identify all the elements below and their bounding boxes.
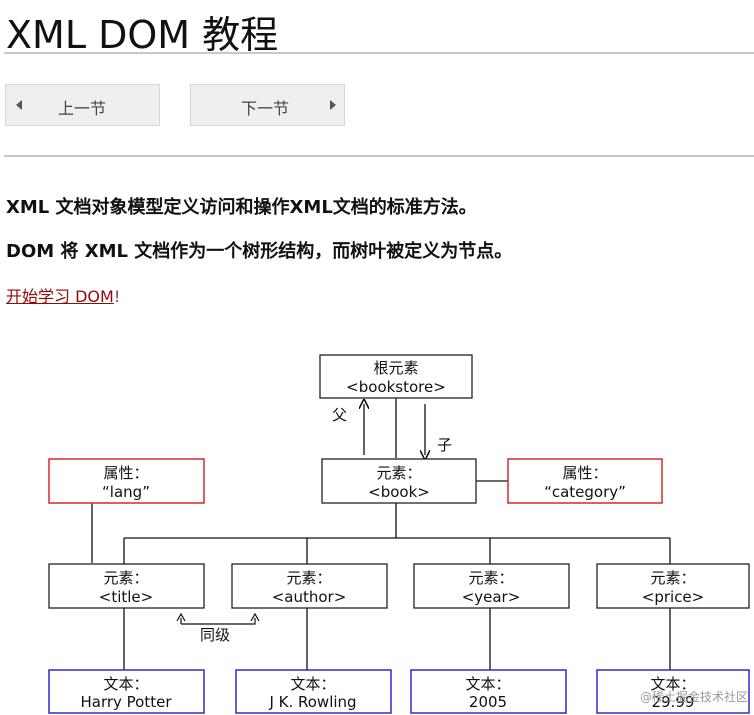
year-element-node: 元素： <year>: [413, 563, 570, 609]
book-element-node: 元素： <book>: [321, 458, 477, 504]
nav-divider: [4, 155, 754, 157]
price-element-node: 元素： <price>: [596, 563, 750, 609]
year-element-label: 元素：: [468, 569, 513, 587]
title-divider: [4, 52, 754, 54]
lang-attribute-label: 属性：: [103, 464, 148, 482]
intro-line-1: XML 文档对象模型定义访问和操作XML文档的标准方法。: [6, 197, 477, 218]
year-text-node: 文本： 2005: [410, 669, 567, 714]
chevron-left-icon: [16, 100, 22, 110]
author-text-value: J K. Rowling: [268, 693, 356, 711]
lang-attribute-value: “lang”: [102, 483, 150, 501]
year-element-tag: <year>: [462, 588, 521, 606]
author-element-node: 元素： <author>: [231, 563, 388, 609]
price-text-value: 29.99: [652, 693, 695, 711]
chevron-right-icon: [330, 100, 336, 110]
price-element-tag: <price>: [642, 588, 704, 606]
author-text-label: 文本：: [290, 675, 335, 693]
category-attribute-label: 属性：: [562, 464, 607, 482]
title-text-node: 文本： Harry Potter: [48, 669, 205, 714]
start-learning-suffix: !: [113, 287, 121, 306]
lang-attribute-node: 属性： “lang”: [48, 458, 205, 504]
root-node-tag: <bookstore>: [346, 378, 446, 396]
tree-connectors: [91, 398, 671, 670]
child-label: 子: [437, 436, 452, 454]
sibling-bracket: [180, 618, 256, 625]
page-title: XML DOM 教程: [6, 13, 279, 57]
category-attribute-value: “category”: [544, 483, 626, 501]
book-node-label: 元素：: [376, 464, 421, 482]
title-element-node: 元素： <title>: [48, 563, 205, 609]
root-node-label: 根元素: [373, 359, 418, 377]
next-button-label: 下一节: [241, 99, 290, 118]
title-text-value: Harry Potter: [80, 693, 172, 711]
title-element-label: 元素：: [103, 569, 148, 587]
year-text-value: 2005: [469, 693, 507, 711]
prev-button-label: 上一节: [58, 99, 107, 118]
author-element-tag: <author>: [272, 588, 347, 606]
price-element-label: 元素：: [650, 569, 695, 587]
intro-line-2: DOM 将 XML 文档作为一个树形结构，而树叶被定义为节点。: [6, 241, 513, 262]
prev-button[interactable]: 上一节: [5, 84, 160, 126]
watermark: @稀土掘金技术社区: [639, 690, 748, 704]
author-text-node: 文本： J K. Rowling: [235, 669, 392, 714]
year-text-label: 文本：: [465, 675, 510, 693]
price-text-label: 文本：: [650, 675, 695, 693]
title-element-tag: <title>: [99, 588, 153, 606]
title-text-label: 文本：: [103, 675, 148, 693]
start-learning-paragraph: 开始学习 DOM!: [6, 283, 120, 307]
sibling-arrowheads: [176, 612, 260, 622]
parent-label: 父: [332, 406, 347, 424]
start-learning-link[interactable]: 开始学习 DOM: [6, 287, 114, 306]
author-element-label: 元素：: [286, 569, 331, 587]
sibling-label: 同级: [200, 626, 230, 644]
category-attribute-node: 属性： “category”: [507, 458, 663, 504]
price-text-node: 文本： 29.99: [596, 669, 750, 714]
next-button[interactable]: 下一节: [190, 84, 345, 126]
root-element-node: 根元素 <bookstore>: [319, 354, 473, 399]
book-node-tag: <book>: [368, 483, 430, 501]
